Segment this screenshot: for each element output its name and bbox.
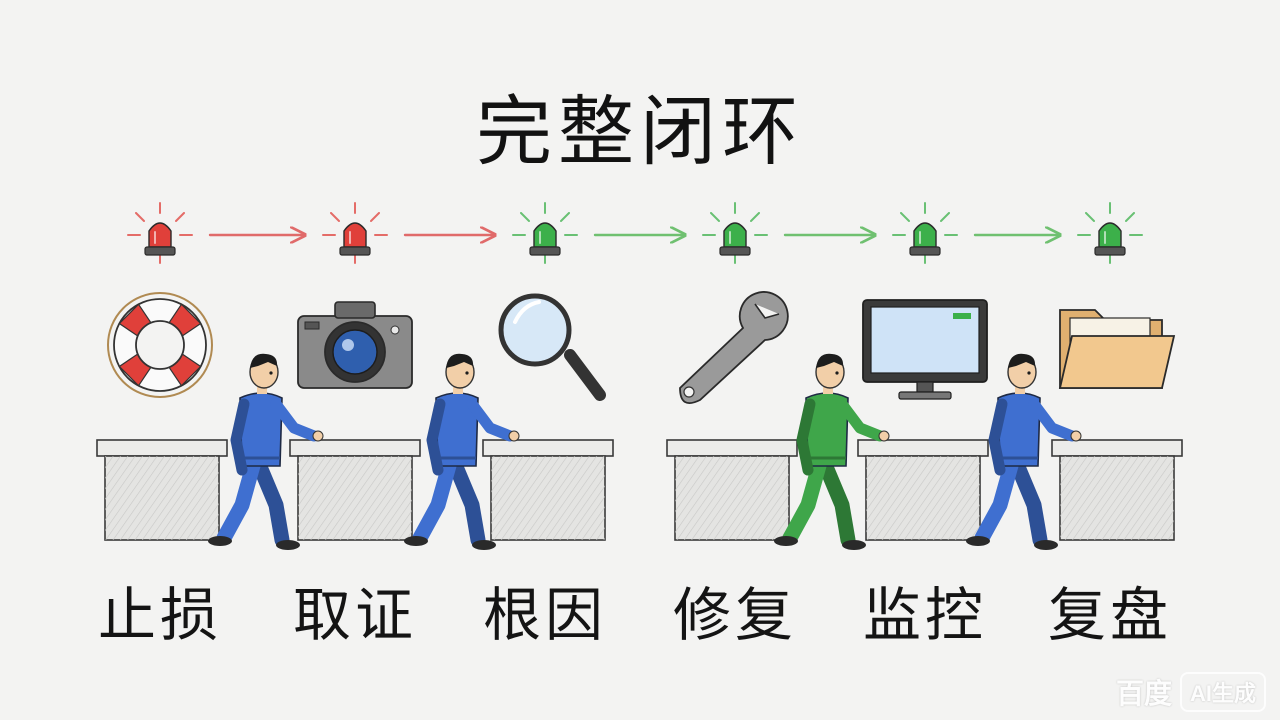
desk <box>1051 439 1183 541</box>
green-alarm-icon <box>1077 202 1143 264</box>
red-alarm-icon <box>322 202 388 264</box>
step-label-4: 监控 <box>862 581 987 649</box>
step-label-5: 复盘 <box>1047 581 1172 649</box>
worker-blue-figure <box>404 353 520 550</box>
step-label-3: 修复 <box>672 581 797 649</box>
step-label-2: 根因 <box>482 581 607 649</box>
camera-icon <box>297 301 413 389</box>
desk <box>482 439 614 541</box>
green-alarm-icon <box>702 202 768 264</box>
folder-icon <box>1058 309 1176 389</box>
red-alarm-icon <box>127 202 193 264</box>
step-label-1: 取证 <box>292 581 417 649</box>
watermark: 百度 AI生成 <box>1116 672 1266 712</box>
worker-green-figure <box>774 353 890 550</box>
desk <box>96 439 228 541</box>
watermark-tag: AI生成 <box>1179 672 1266 712</box>
worker-blue-figure <box>208 353 324 550</box>
watermark-brand: 百度 <box>1115 678 1172 709</box>
green-alarm-icon <box>892 202 958 264</box>
icons-layer <box>107 291 1176 404</box>
diagram-title: 完整闭环 <box>476 87 804 176</box>
workers-layer <box>208 353 1082 550</box>
lifebuoy-icon <box>107 292 213 398</box>
worker-blue-figure <box>966 353 1082 550</box>
magnifier-icon <box>498 293 606 401</box>
monitor-icon <box>862 299 988 400</box>
green-alarm-icon <box>512 202 578 264</box>
desk <box>289 439 421 541</box>
step-label-0: 止损 <box>97 581 222 649</box>
wrench-icon <box>679 291 789 404</box>
desk <box>666 439 798 541</box>
desk <box>857 439 989 541</box>
desks-layer <box>96 439 1183 541</box>
alarms-layer <box>127 202 1143 264</box>
